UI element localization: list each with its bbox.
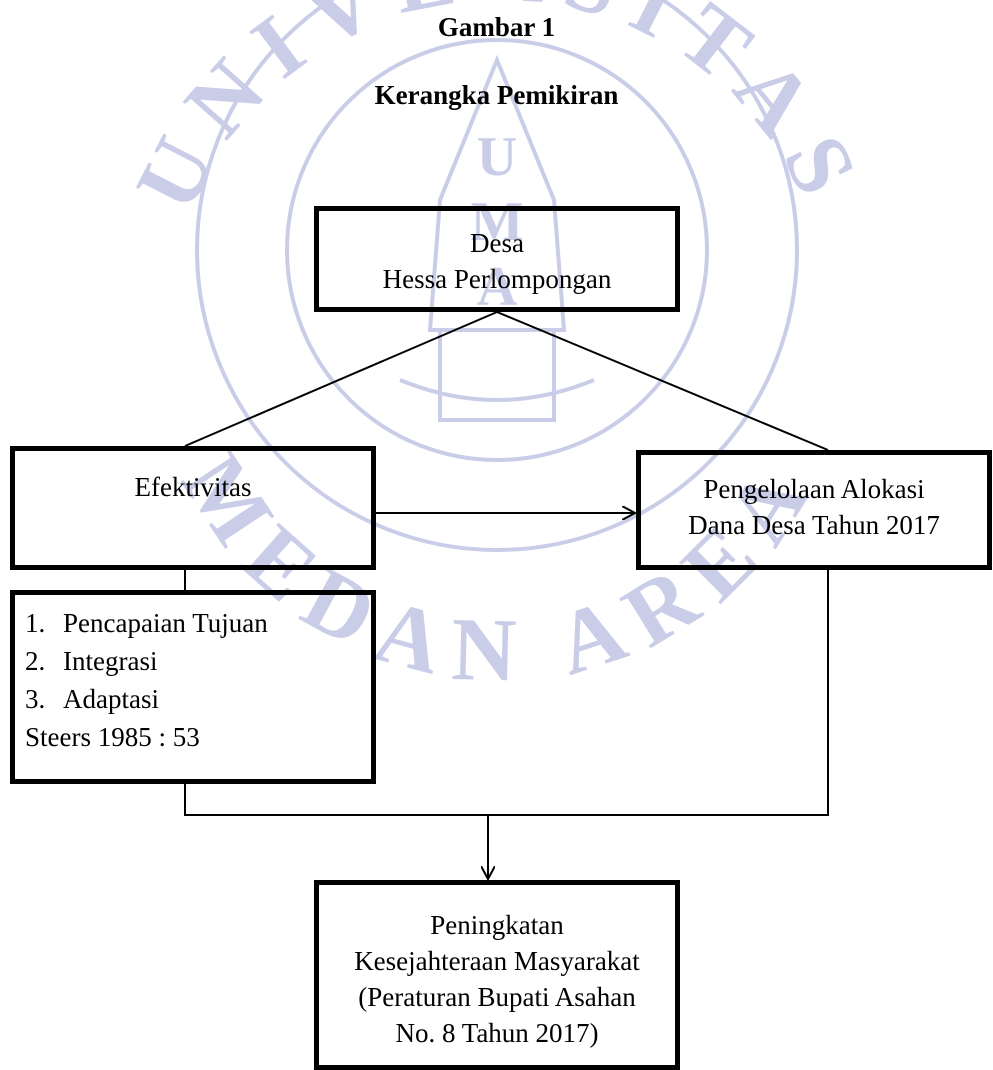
node-peningkatan: Peningkatan Kesejahteraan Masyarakat (Pe… [314, 880, 680, 1070]
node-desa-line2: Hessa Perlompongan [382, 264, 612, 294]
node-peningkatan-line1: Peningkatan [430, 910, 564, 940]
node-efektivitas: Efektivitas [10, 446, 376, 570]
indikator-item-label: Pencapaian Tujuan [63, 608, 268, 638]
node-pengelolaan: Pengelolaan Alokasi Dana Desa Tahun 2017 [636, 450, 992, 570]
indikator-source: Steers 1985 : 53 [25, 722, 200, 752]
node-pengelolaan-line1: Pengelolaan Alokasi [703, 474, 925, 504]
indikator-item-label: Adaptasi [63, 684, 159, 714]
node-efektivitas-label: Efektivitas [134, 472, 252, 502]
line-merge-bottom [184, 570, 829, 816]
indikator-item: 1. Pencapaian Tujuan [25, 605, 371, 643]
node-desa-line1: Desa [470, 228, 524, 258]
indikator-item: 2. Integrasi [25, 643, 371, 681]
indikator-item-label: Integrasi [63, 646, 158, 676]
indikator-item-number: 1. [25, 608, 46, 638]
figure-label: Gambar 1 [437, 12, 556, 42]
node-peningkatan-line4: No. 8 Tahun 2017) [395, 1018, 599, 1048]
node-peningkatan-line2: Kesejahteraan Masyarakat [354, 946, 640, 976]
indikator-item-number: 3. [25, 684, 46, 714]
node-indikator: 1. Pencapaian Tujuan 2. Integrasi 3. Ada… [10, 590, 376, 784]
figure-title: Kerangka Pemikiran [374, 80, 619, 110]
line-desa-to-pengelolaan [496, 311, 829, 451]
indikator-item: 3. Adaptasi [25, 681, 371, 719]
node-pengelolaan-line2: Dana Desa Tahun 2017 [688, 510, 940, 540]
node-desa: Desa Hessa Perlompongan [314, 206, 680, 312]
indikator-item-number: 2. [25, 646, 46, 676]
node-peningkatan-line3: (Peraturan Bupati Asahan [358, 982, 636, 1012]
line-desa-to-efektivitas [184, 311, 498, 447]
